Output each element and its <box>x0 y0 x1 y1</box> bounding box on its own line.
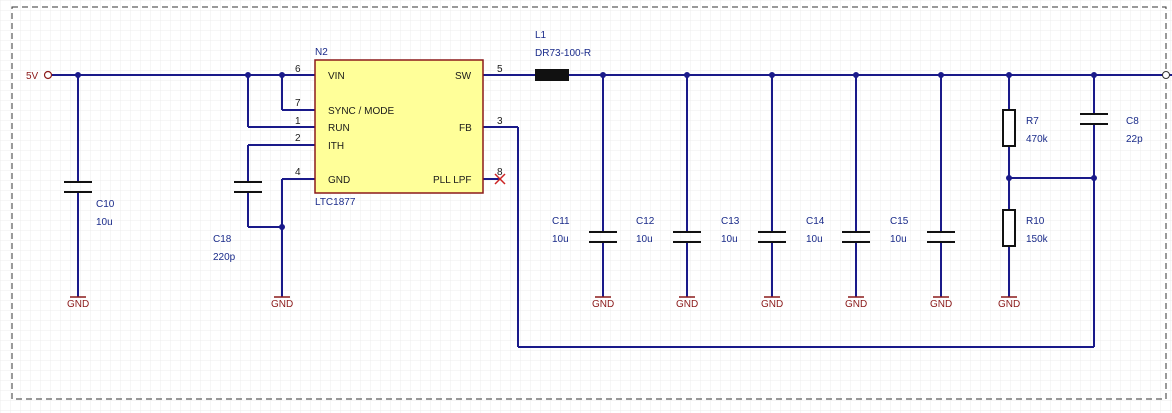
component-value: 470k <box>1026 134 1049 145</box>
inductor-l1[interactable]: L1 DR73-100-R <box>535 30 591 81</box>
pin-name: VIN <box>328 71 345 82</box>
component-designator: R7 <box>1026 116 1039 127</box>
component-value: 220p <box>213 252 236 263</box>
pin-number: 5 <box>497 64 503 75</box>
component-designator: C13 <box>721 216 740 227</box>
pin-name: PLL LPF <box>433 175 472 186</box>
component-value: 10u <box>806 234 823 245</box>
pin-name: SW <box>455 71 472 82</box>
svg-text:GND: GND <box>676 299 698 310</box>
ic-ltc1877[interactable]: N2 LTC1877 6 VIN 7 SYNC / MODE 1 RUN 2 I… <box>295 47 503 208</box>
capacitor-c8[interactable]: C8 22p <box>1080 113 1143 145</box>
resistor-r10[interactable]: R10 150k <box>1002 209 1049 247</box>
supply-net-label: 5V <box>26 71 39 82</box>
component-designator: C18 <box>213 234 232 245</box>
supply-port-5v[interactable]: 5V <box>26 70 53 82</box>
pin-number: 8 <box>497 167 503 178</box>
svg-text:GND: GND <box>592 299 614 310</box>
svg-text:GND: GND <box>761 299 783 310</box>
capacitor-c18[interactable]: C18 220p <box>213 181 262 263</box>
resistor-body <box>1002 109 1016 147</box>
component-value: 10u <box>552 234 569 245</box>
component-value: 10u <box>721 234 738 245</box>
svg-text:GND: GND <box>845 299 867 310</box>
capacitor-c10[interactable]: C10 10u <box>64 181 115 228</box>
component-value: 10u <box>636 234 653 245</box>
sheet-border <box>11 6 1167 400</box>
ic-body <box>314 59 484 194</box>
component-value: 10u <box>890 234 907 245</box>
pin-name: SYNC / MODE <box>328 106 394 117</box>
ground-icon: GND <box>271 296 293 310</box>
component-value: 150k <box>1026 234 1049 245</box>
inductor-body <box>535 69 569 81</box>
component-designator: C10 <box>96 199 115 210</box>
pin-number: 2 <box>295 133 301 144</box>
pin-name: RUN <box>328 123 350 134</box>
component-value: 22p <box>1126 134 1143 145</box>
component-designator: C8 <box>1126 116 1139 127</box>
ic-part-number: LTC1877 <box>315 197 356 208</box>
pin-number: 1 <box>295 116 301 127</box>
svg-text:GND: GND <box>67 299 89 310</box>
capacitor-c14[interactable]: C14 10u <box>806 216 870 245</box>
pin-name: ITH <box>328 141 344 152</box>
pin-name: FB <box>459 123 472 134</box>
ground-icon: GND <box>761 296 783 310</box>
pin-number: 6 <box>295 64 301 75</box>
capacitor-c11[interactable]: C11 10u <box>552 216 617 245</box>
pin-number: 7 <box>295 98 301 109</box>
ground-icon: GND <box>67 296 89 310</box>
ground-icon: GND <box>930 296 952 310</box>
port-circle-icon <box>43 70 53 80</box>
ground-icon: GND <box>998 296 1020 310</box>
component-designator: C12 <box>636 216 655 227</box>
pin-name: GND <box>328 175 350 186</box>
wires <box>52 74 1172 348</box>
output-port-circle-icon <box>1162 71 1170 79</box>
inductor-designator: L1 <box>535 30 547 41</box>
svg-text:GND: GND <box>271 299 293 310</box>
capacitor-c13[interactable]: C13 10u <box>721 216 786 245</box>
pin-number: 4 <box>295 167 301 178</box>
capacitor-c12[interactable]: C12 10u <box>636 216 701 245</box>
no-connect-marker <box>494 173 506 185</box>
component-value: 10u <box>96 217 113 228</box>
junction-dots <box>75 72 1097 230</box>
svg-text:GND: GND <box>930 299 952 310</box>
ground-icon: GND <box>845 296 867 310</box>
ground-icon: GND <box>592 296 614 310</box>
resistor-body <box>1002 209 1016 247</box>
component-designator: C15 <box>890 216 909 227</box>
component-designator: R10 <box>1026 216 1045 227</box>
resistor-r7[interactable]: R7 470k <box>1002 109 1049 147</box>
ic-designator: N2 <box>315 47 328 58</box>
inductor-value: DR73-100-R <box>535 48 591 59</box>
ground-symbols: GND GND GND GND GND GND GND GND <box>67 296 1020 310</box>
svg-text:GND: GND <box>998 299 1020 310</box>
component-designator: C11 <box>552 216 570 227</box>
pin-number: 3 <box>497 116 503 127</box>
component-designator: C14 <box>806 216 825 227</box>
ground-icon: GND <box>676 296 698 310</box>
capacitor-c15[interactable]: C15 10u <box>890 216 955 245</box>
